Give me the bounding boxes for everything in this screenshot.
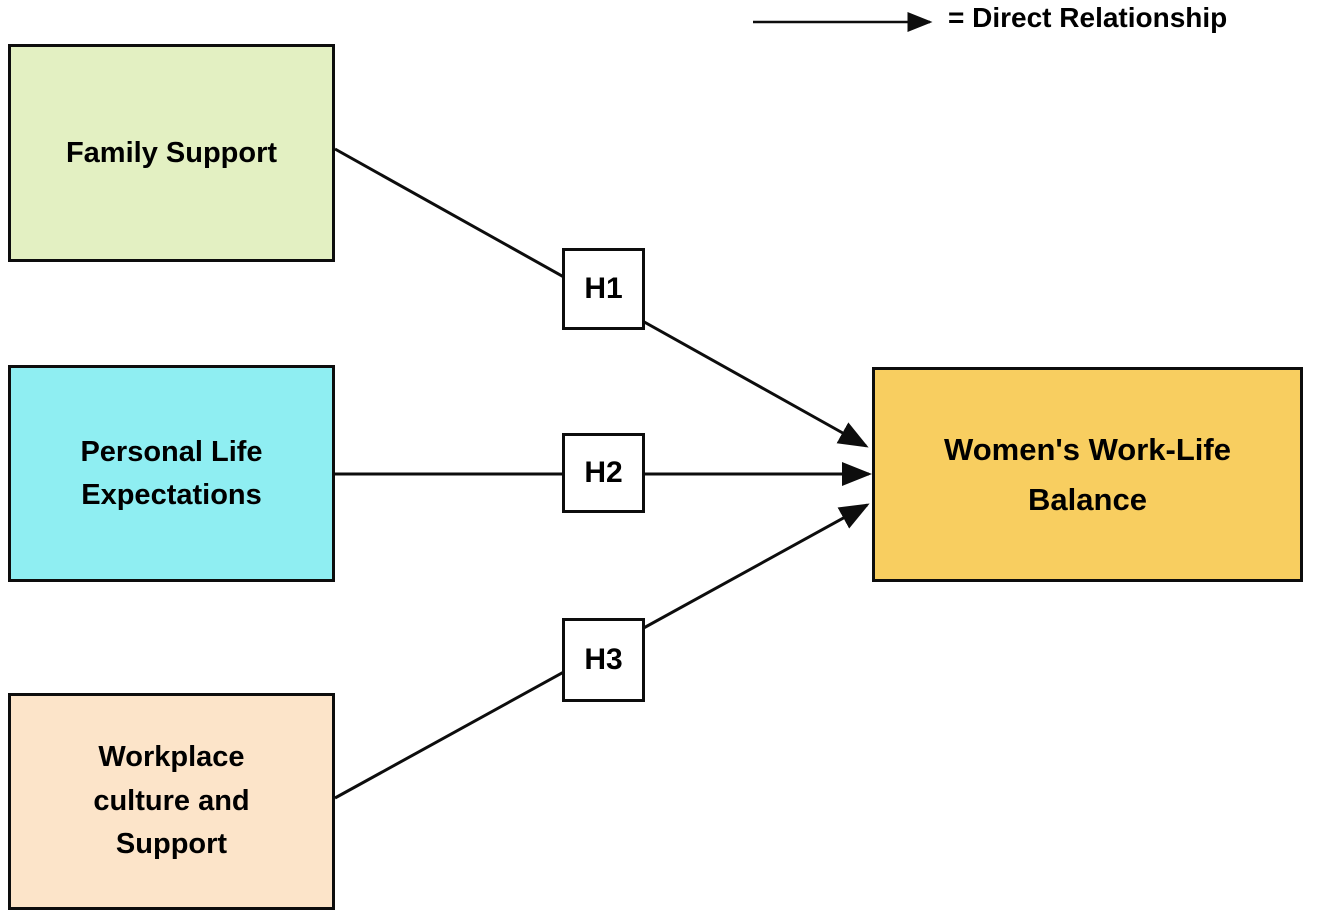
node-family-support: Family Support [8,44,335,262]
hypothesis-label-h2: H2 [562,433,645,513]
node-personal-life-expectations: Personal Life Expectations [8,365,335,582]
node-workplace-culture-and-support: Workplace culture and Support [8,693,335,910]
node-womens-work-life-balance: Women's Work-Life Balance [872,367,1303,582]
hypothesis-label-h3: H3 [562,618,645,702]
legend-label: = Direct Relationship [948,2,1228,33]
hypothesis-label-h1: H1 [562,248,645,330]
